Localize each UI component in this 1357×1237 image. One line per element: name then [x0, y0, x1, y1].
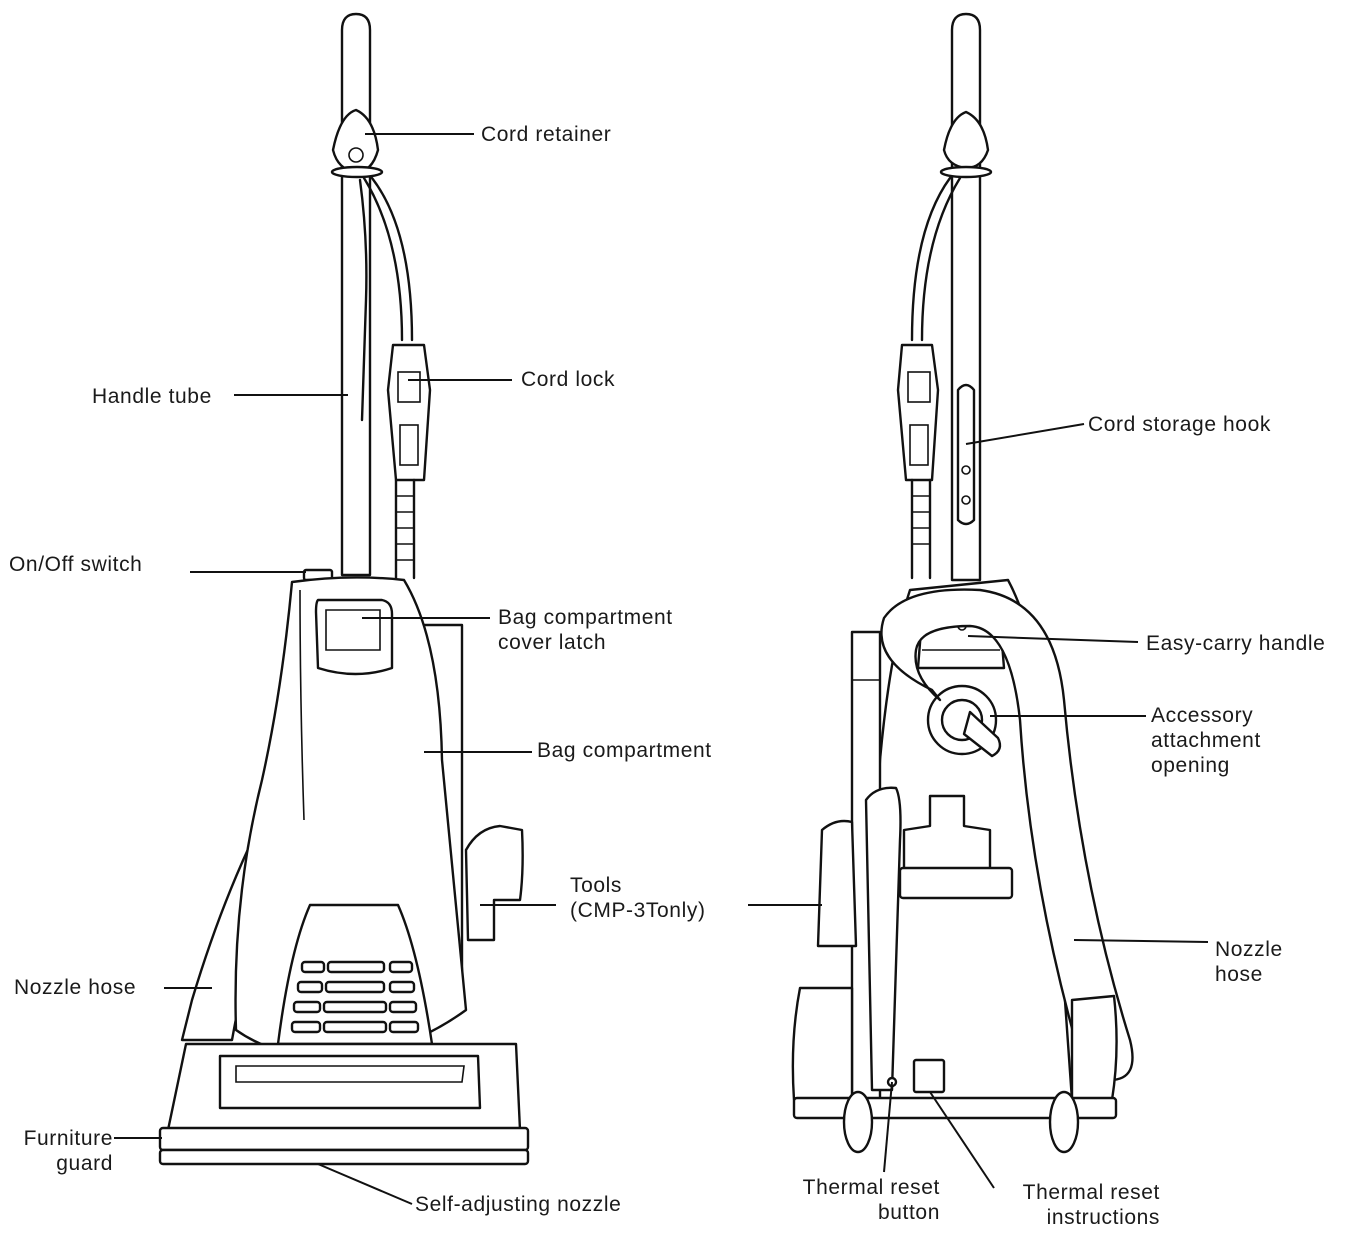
label-cord-storage-hook: Cord storage hook — [1088, 413, 1271, 436]
label-cord-retainer: Cord retainer — [481, 123, 612, 146]
rear-right-wheel — [1048, 1090, 1080, 1154]
front-tools — [464, 824, 524, 942]
label-accessory-attachment-opening: Accessory attachment opening — [1151, 704, 1261, 777]
label-cord-lock: Cord lock — [521, 368, 616, 391]
label-bag-compartment-cover-latch: Bag compartment cover latch — [498, 606, 673, 654]
label-nozzle-hose-left: Nozzle hose — [14, 976, 137, 999]
front-self-adjusting-nozzle — [158, 1148, 530, 1166]
label-thermal-reset-button: Thermal reset button — [802, 1176, 940, 1224]
rear-cord-lock — [896, 343, 940, 482]
front-cord — [362, 176, 414, 342]
label-tools: Tools (CMP-3Tonly) — [570, 874, 706, 922]
label-handle-tube: Handle tube — [92, 385, 212, 408]
label-bag-compartment: Bag compartment — [537, 739, 712, 762]
front-view-vacuum — [158, 12, 530, 1166]
label-self-adjusting-nozzle: Self-adjusting nozzle — [415, 1193, 622, 1216]
rear-crevice-tool — [864, 786, 902, 1092]
rear-view-vacuum — [791, 12, 1134, 1154]
front-grille-vents — [290, 960, 420, 1034]
label-nozzle-hose-right: Nozzle hose — [1215, 938, 1283, 986]
label-thermal-reset-instructions: Thermal reset instructions — [1022, 1181, 1160, 1229]
leader-lines — [114, 133, 1209, 1205]
label-on-off-switch: On/Off switch — [9, 553, 143, 576]
label-furniture-guard: Furniture guard — [23, 1127, 113, 1175]
rear-left-wheel — [842, 1090, 874, 1154]
rear-nozzle-hose — [880, 588, 1134, 1082]
rear-tools — [816, 819, 858, 948]
label-easy-carry-handle: Easy-carry handle — [1146, 632, 1326, 655]
front-furniture-guard — [158, 1126, 530, 1152]
rear-cord-storage-hook — [956, 383, 976, 526]
front-cord-lock — [386, 343, 432, 482]
rear-thermal-reset-panel — [912, 1058, 946, 1094]
